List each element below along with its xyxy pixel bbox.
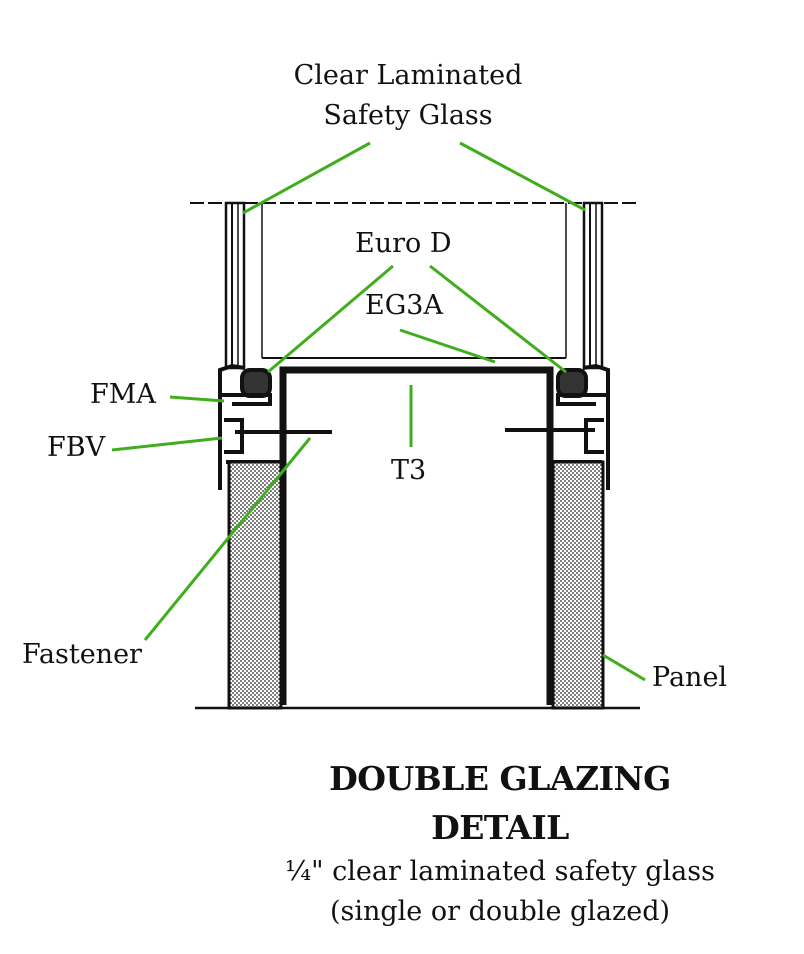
label-euro-d: Euro D: [355, 228, 452, 259]
caption-subtitle: ¼" clear laminated safety glass: [285, 856, 715, 887]
leader-lines: [111, 141, 646, 682]
label-fma: FMA: [90, 379, 156, 410]
label-eg3a: EG3A: [365, 290, 443, 321]
label-safety-glass: Safety Glass: [323, 100, 493, 131]
right-glass: [582, 201, 604, 370]
label-panel: Panel: [652, 662, 728, 693]
leader-panel: [602, 653, 646, 682]
leader-fbv: [111, 436, 223, 452]
caption-title-detail: DETAIL: [431, 808, 569, 847]
left-glass: [224, 201, 246, 370]
right-panel: [551, 460, 605, 710]
label-fbv: FBV: [47, 432, 106, 463]
t3-profile: [279, 366, 554, 705]
leader-fma: [169, 395, 225, 403]
caption-subtitle-2: (single or double glazed): [329, 896, 671, 927]
left-panel: [227, 460, 283, 710]
label-t3: T3: [391, 455, 427, 486]
caption-title: DOUBLE GLAZING: [329, 759, 671, 798]
label-clear-laminated: Clear Laminated: [293, 60, 523, 91]
label-fastener: Fastener: [22, 639, 142, 670]
leader-fastener: [143, 437, 312, 641]
leader-glass-left: [242, 141, 371, 215]
leader-eurod-right: [429, 264, 567, 374]
leader-glass-right: [459, 141, 586, 212]
leader-eg3a: [399, 328, 496, 364]
leader-eurod-left: [267, 264, 394, 374]
